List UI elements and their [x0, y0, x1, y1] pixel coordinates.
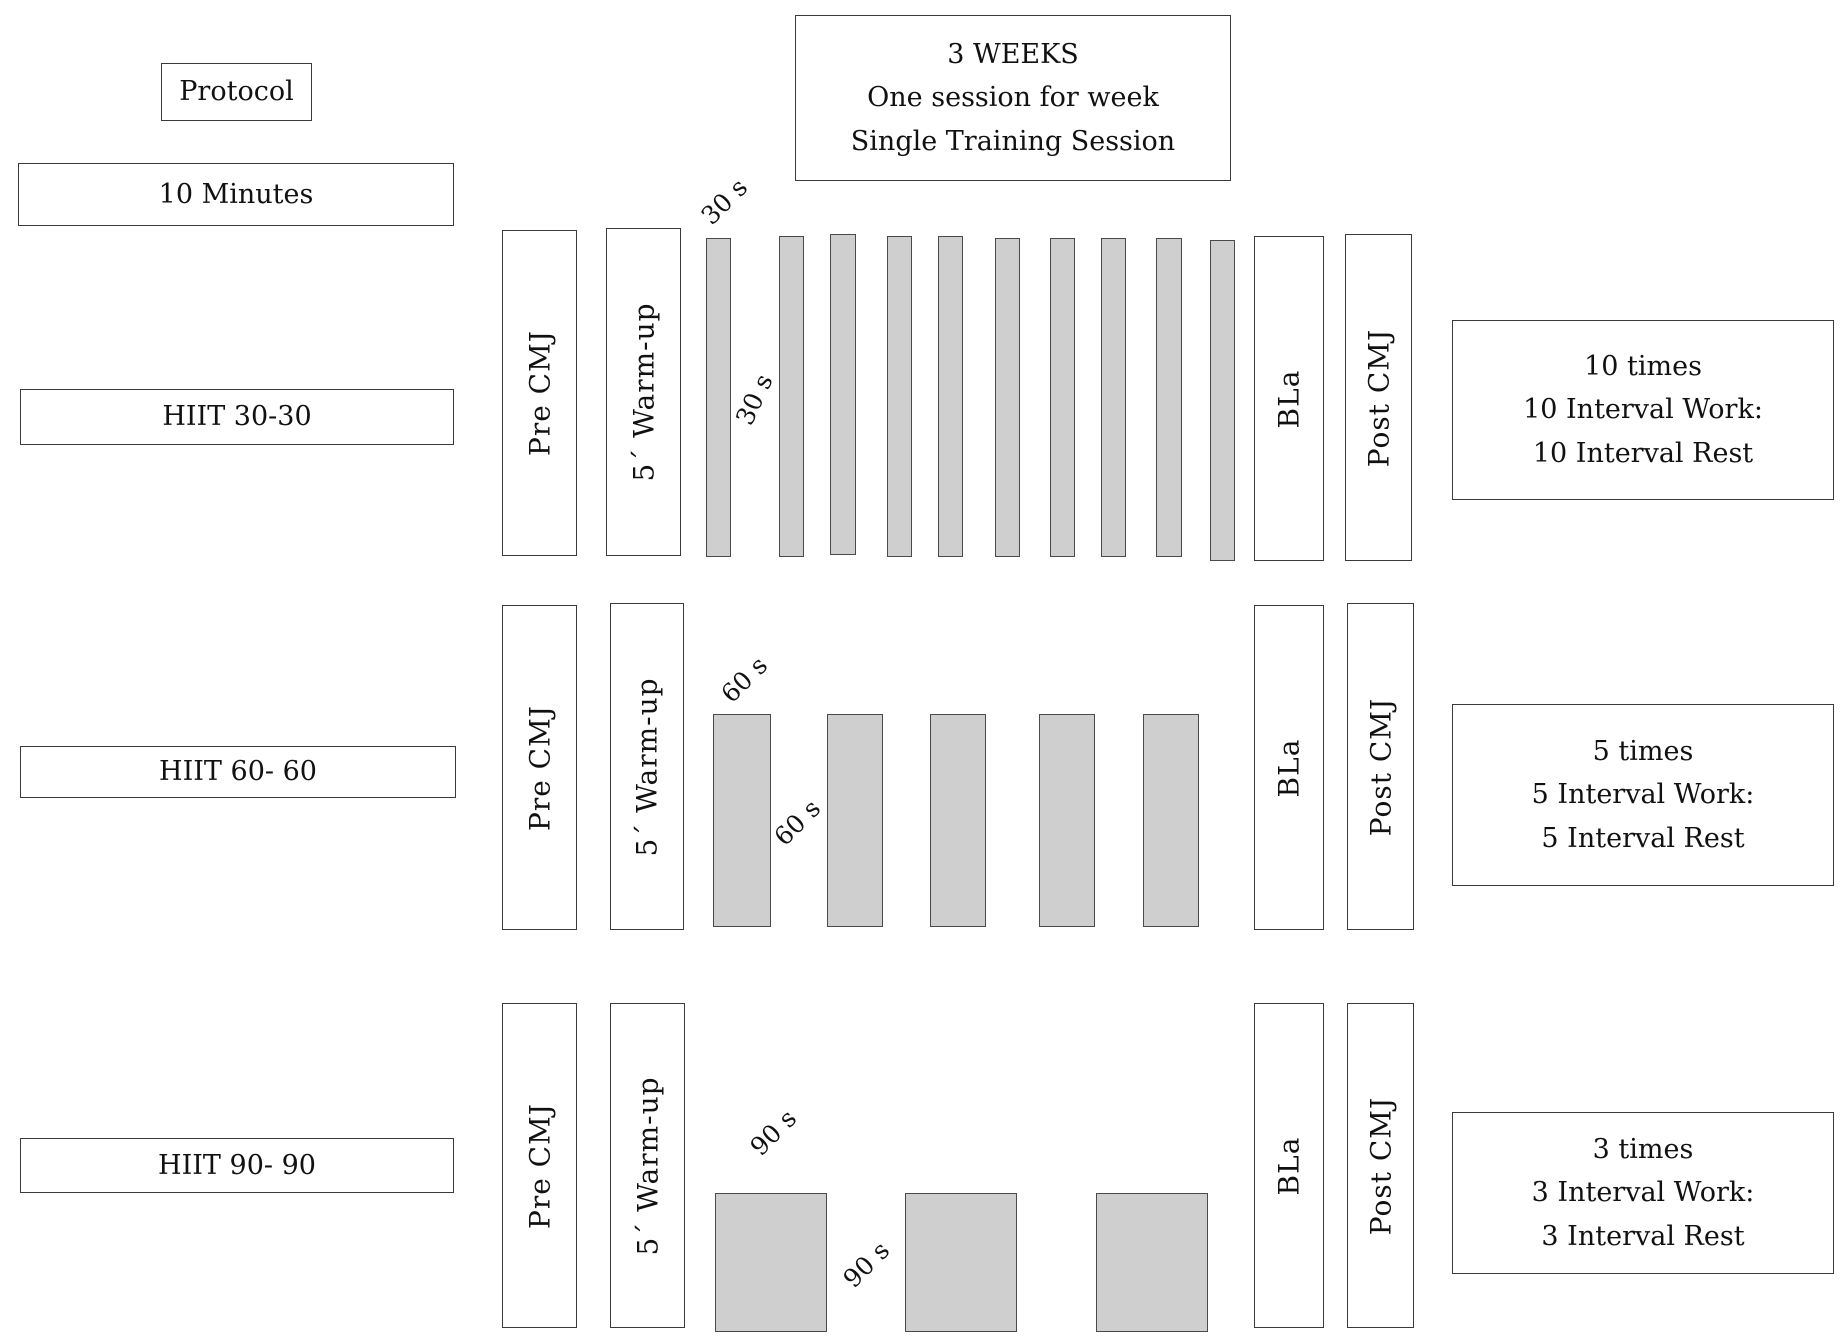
work-duration-label: 60 s	[715, 650, 774, 709]
interval-bar	[779, 236, 804, 557]
interval-bar	[1210, 240, 1235, 561]
interval-bar	[1050, 238, 1075, 557]
summary-line: 3 Interval Rest	[1541, 1220, 1745, 1252]
summary-line: 3 Interval Work:	[1531, 1177, 1755, 1209]
bla-label: BLa	[1272, 369, 1306, 428]
summary-box: 5 times 5 Interval Work: 5 Interval Rest	[1452, 704, 1834, 886]
bla-label: BLa	[1272, 738, 1306, 797]
row-label: HIIT 90- 90	[158, 1149, 316, 1181]
summary-line: 3 times	[1592, 1134, 1694, 1166]
bla-box: BLa	[1254, 1003, 1324, 1328]
bla-box: BLa	[1254, 236, 1324, 561]
protocol-title-box: Protocol	[161, 63, 312, 121]
interval-bar	[1143, 714, 1199, 927]
summary-line: 10 Interval Work:	[1523, 394, 1763, 426]
weeks-info-box: 3 WEEKS One session for week Single Trai…	[795, 15, 1231, 181]
weeks-line: One session for week	[867, 82, 1159, 114]
interval-bar	[905, 1193, 1017, 1332]
post-cmj-label: Post CMJ	[1364, 697, 1397, 836]
interval-bar	[995, 238, 1020, 557]
bla-label: BLa	[1272, 1136, 1306, 1195]
interval-bar	[938, 236, 963, 557]
post-cmj-box: Post CMJ	[1345, 234, 1412, 561]
summary-line: 5 Interval Rest	[1541, 822, 1745, 854]
summary-line: 10 times	[1584, 351, 1702, 383]
duration-label: 10 Minutes	[158, 178, 314, 210]
summary-box: 3 times 3 Interval Work: 3 Interval Rest	[1452, 1112, 1834, 1274]
pre-cmj-label: Pre CMJ	[523, 329, 556, 457]
interval-bar	[715, 1193, 827, 1332]
interval-bar	[887, 236, 912, 557]
interval-bar	[713, 714, 771, 927]
row-label-box-2: HIIT 60- 60	[20, 746, 456, 798]
warm-up-box: 5´ Warm-up	[610, 603, 684, 930]
interval-bar	[1156, 238, 1182, 557]
protocol-title: Protocol	[179, 76, 294, 108]
interval-bar	[1101, 238, 1126, 557]
summary-box: 10 times 10 Interval Work: 10 Interval R…	[1452, 320, 1834, 500]
interval-bar	[830, 234, 856, 555]
bla-box: BLa	[1254, 605, 1324, 930]
interval-bar	[827, 714, 883, 927]
pre-cmj-box: Pre CMJ	[502, 605, 577, 930]
weeks-line: Single Training Session	[850, 125, 1176, 157]
post-cmj-box: Post CMJ	[1347, 603, 1414, 930]
post-cmj-box: Post CMJ	[1347, 1003, 1414, 1328]
pre-cmj-box: Pre CMJ	[502, 230, 577, 556]
summary-line: 5 times	[1592, 736, 1694, 768]
summary-line: 10 Interval Rest	[1532, 437, 1754, 469]
pre-cmj-label: Pre CMJ	[523, 704, 556, 831]
interval-bar	[930, 714, 986, 927]
interval-bar	[1096, 1193, 1208, 1332]
interval-bar	[1039, 714, 1095, 927]
work-duration-label: 30 s	[695, 172, 754, 231]
post-cmj-label: Post CMJ	[1362, 328, 1395, 467]
pre-cmj-box: Pre CMJ	[502, 1003, 577, 1328]
row-label-box-3: HIIT 90- 90	[20, 1138, 454, 1193]
warm-up-label: 5´ Warm-up	[631, 1075, 664, 1256]
warm-up-label: 5´ Warm-up	[630, 676, 664, 857]
row-label: HIIT 60- 60	[159, 756, 317, 788]
summary-line: 5 Interval Work:	[1531, 779, 1755, 811]
duration-box: 10 Minutes	[18, 163, 454, 226]
weeks-line: 3 WEEKS	[947, 39, 1079, 71]
row-label: HIIT 30-30	[162, 401, 312, 433]
warm-up-box: 5´ Warm-up	[606, 228, 681, 556]
rest-duration-label: 30 s	[730, 369, 779, 430]
warm-up-label: 5´ Warm-up	[627, 302, 660, 482]
row-label-box-1: HIIT 30-30	[20, 389, 454, 445]
warm-up-box: 5´ Warm-up	[610, 1003, 685, 1328]
rest-duration-label: 90 s	[837, 1235, 896, 1294]
post-cmj-label: Post CMJ	[1364, 1096, 1397, 1235]
rest-duration-label: 60 s	[768, 793, 827, 852]
work-duration-label: 90 s	[744, 1103, 803, 1162]
interval-bar	[706, 238, 731, 557]
pre-cmj-label: Pre CMJ	[523, 1102, 556, 1229]
